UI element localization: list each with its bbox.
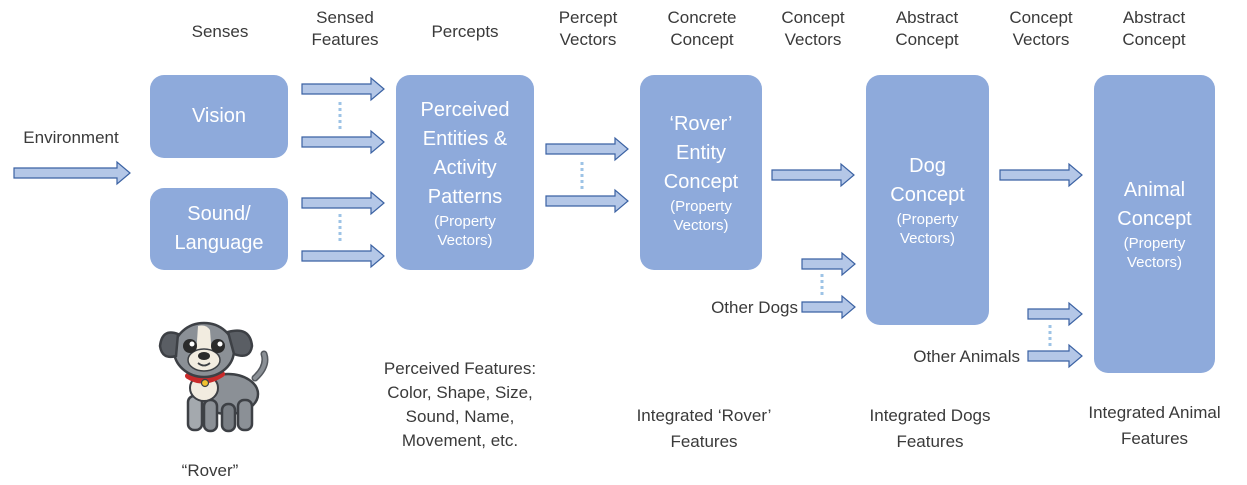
dog-box-sub1: (Property: [896, 211, 959, 228]
percept-vector-arrow-2: [545, 188, 629, 214]
other-animals-label: Other Animals: [913, 347, 1020, 366]
header-concept-vectors-1-line1: Concept: [781, 8, 845, 27]
header-abstract-concept-2-line1: Abstract: [1122, 8, 1186, 27]
other-animals-arrow: [1027, 343, 1083, 369]
environment-arrow: [13, 160, 131, 186]
integrated-dogs-note: Integrated Dogs Features: [840, 403, 1020, 455]
header-abstract-concept-1-line1: Abstract: [895, 8, 959, 27]
header-concept-vectors-2-line2: Vectors: [1012, 30, 1070, 49]
percepts-box-line1: Perceived: [420, 98, 510, 121]
sound-feature-arrow-1: [301, 190, 385, 216]
integrated-animal-line2: Features: [1120, 429, 1189, 448]
dog-box-line2: Concept: [890, 184, 965, 206]
integrated-dogs-line2: Features: [896, 432, 964, 451]
header-abstract-concept-1: Abstract Concept: [877, 7, 977, 51]
header-abstract-concept-1-line2: Concept: [895, 30, 959, 49]
vision-box-label: Vision: [191, 105, 247, 127]
perceived-features-note: Perceived Features: Color, Shape, Size, …: [355, 357, 565, 453]
integrated-rover-line1: Integrated ‘Rover’: [636, 406, 772, 425]
rover-to-dog-arrow: [771, 162, 855, 188]
header-percept-vectors-line2: Vectors: [559, 30, 617, 49]
cartoon-dog-icon: [158, 321, 269, 433]
header-sensed-features: Sensed Features: [300, 7, 390, 51]
header-sensed-features-line2: Features: [311, 30, 379, 49]
animal-box-line1: Animal: [1123, 179, 1186, 201]
header-concrete-concept-line2: Concept: [670, 30, 734, 49]
vision-feature-arrow-1: [301, 76, 385, 102]
dog-box-line1: Dog: [909, 155, 946, 177]
rover-name-label: “Rover”: [181, 461, 239, 480]
sound-language-line2: Language: [174, 232, 264, 254]
perceived-features-line4: Movement, etc.: [401, 431, 519, 450]
integrated-rover-line2: Features: [670, 432, 738, 451]
vision-feature-arrow-2: [301, 129, 385, 155]
sound-feature-arrow-2: [301, 243, 385, 269]
header-concept-vectors-1: Concept Vectors: [768, 7, 858, 51]
header-abstract-concept-2-line2: Concept: [1122, 30, 1186, 49]
rover-box-line2: Entity: [675, 142, 727, 164]
percepts-box-sub1: (Property: [434, 212, 496, 230]
percept-vector-arrow-1: [545, 136, 629, 162]
perceived-features-line1: Perceived Features:: [383, 359, 537, 378]
percepts-box-sub2: Vectors): [437, 231, 493, 249]
dog-concept-box: Dog Concept (Property Vectors): [866, 75, 989, 325]
header-percept-vectors: Percept Vectors: [543, 7, 633, 51]
other-dogs-arrow: [801, 294, 856, 320]
dog-to-animal-arrow: [999, 162, 1083, 188]
percepts-box-line2: Entities &: [422, 127, 508, 150]
perceived-features-line3: Sound, Name,: [405, 407, 515, 426]
vision-box: Vision: [150, 75, 288, 158]
header-concept-vectors-1-line2: Vectors: [784, 30, 842, 49]
rover-box-line1: ‘Rover’: [669, 113, 733, 135]
sound-language-box: Sound/ Language: [150, 188, 288, 270]
header-sensed-features-line1: Sensed: [316, 8, 374, 27]
animal-box-sub2: Vectors): [1126, 254, 1183, 271]
other-dogs-label: Other Dogs: [711, 298, 798, 317]
percepts-box-line3: Activity: [433, 156, 497, 179]
rover-box-line3: Concept: [663, 171, 739, 193]
percepts-box-line4: Patterns: [427, 185, 503, 208]
rover-concept-box: ‘Rover’ Entity Concept (Property Vectors…: [640, 75, 762, 270]
header-concept-vectors-2-line1: Concept: [1009, 8, 1073, 27]
rover-box-sub1: (Property: [670, 198, 732, 215]
header-concrete-concept-line1: Concrete: [667, 8, 737, 27]
integrated-animal-note: Integrated Animal Features: [1062, 400, 1247, 452]
header-concept-vectors-2: Concept Vectors: [996, 7, 1086, 51]
environment-label: Environment: [23, 128, 119, 147]
integrated-dogs-line1: Integrated Dogs: [869, 406, 991, 425]
percepts-box: Perceived Entities & Activity Patterns (…: [396, 75, 534, 270]
dog-input-arrow-1: [801, 251, 856, 277]
sound-language-line1: Sound/: [187, 203, 251, 225]
animal-concept-box: Animal Concept (Property Vectors): [1094, 75, 1215, 373]
animal-input-arrow-1: [1027, 301, 1083, 327]
integrated-rover-note: Integrated ‘Rover’ Features: [604, 403, 804, 455]
header-abstract-concept-2: Abstract Concept: [1104, 7, 1204, 51]
dog-box-sub2: Vectors): [899, 230, 956, 247]
animal-box-line2: Concept: [1117, 208, 1192, 230]
animal-box-sub1: (Property: [1123, 235, 1186, 252]
header-concrete-concept: Concrete Concept: [652, 7, 752, 51]
header-percepts: Percepts: [431, 22, 499, 41]
header-percept-vectors-line1: Percept: [558, 8, 618, 27]
rover-box-sub2: Vectors): [673, 217, 729, 234]
perceived-features-line2: Color, Shape, Size,: [387, 383, 533, 402]
header-senses: Senses: [191, 22, 249, 41]
integrated-animal-line1: Integrated Animal: [1088, 403, 1221, 422]
